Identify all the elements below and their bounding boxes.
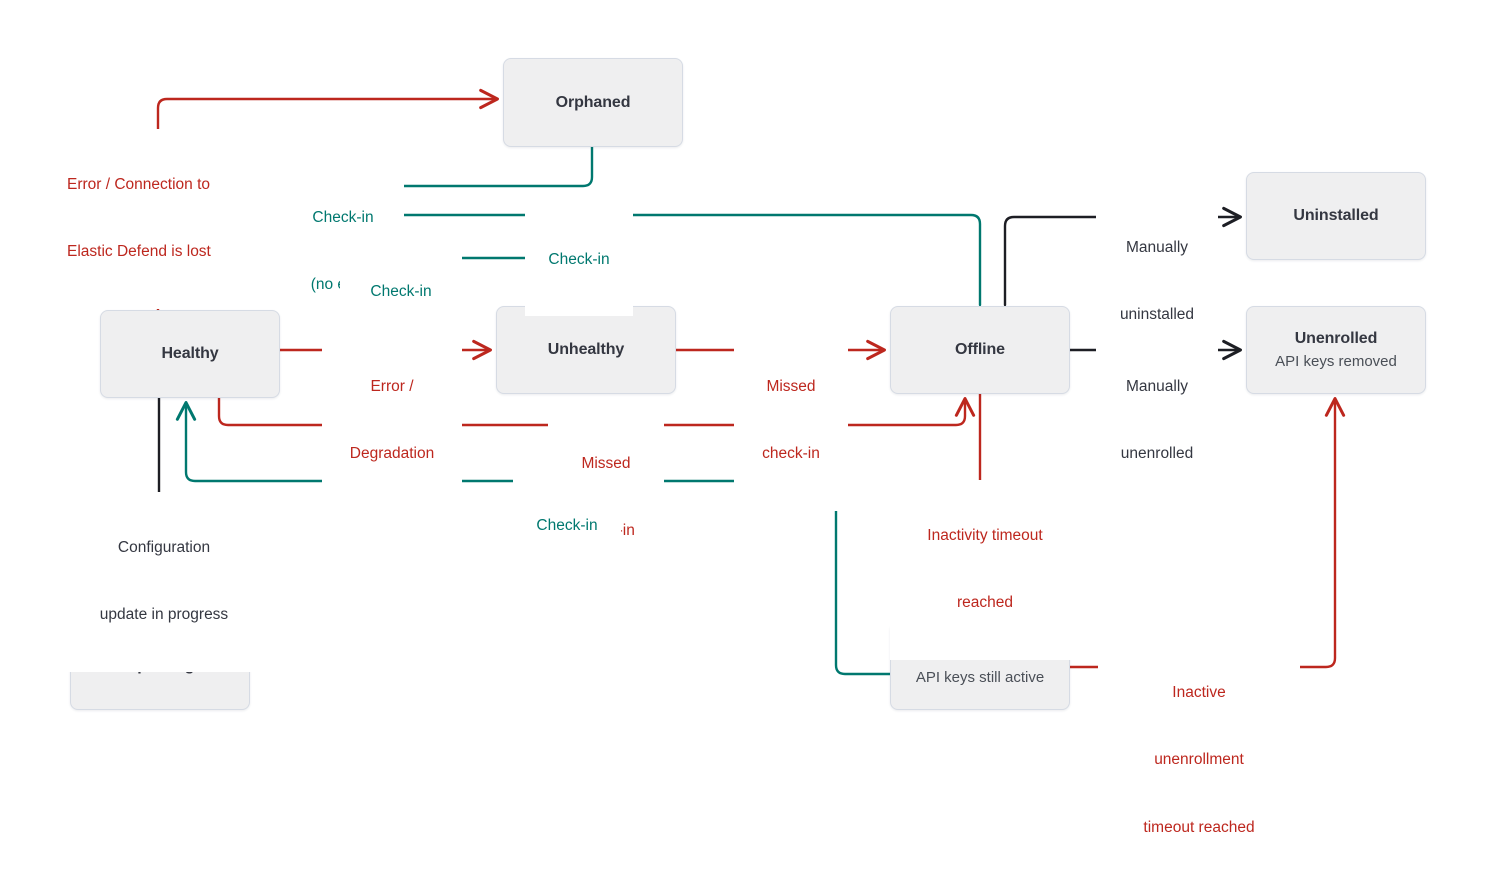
edge-healthy-to-orphaned [156,99,497,312]
node-title-uninstalled: Uninstalled [1293,207,1379,224]
edge-label-inactivity-timeout: Inactivity timeout reached [890,480,1080,660]
edge-label-checkin-inactive: Check-in [513,470,621,583]
node-title-unhealthy: Unhealthy [547,341,625,358]
node-title-healthy: Healthy [161,345,219,362]
edge-label-error-connection-lost: Error / Connection to Elastic Defend is … [62,129,312,309]
node-subtitle-unenrolled: API keys removed [1275,352,1397,370]
edge-label-checkin-offline: Check-in [525,204,633,317]
node-title-offline: Offline [955,341,1005,358]
edge-offline-to-uninstalled [1003,217,1240,307]
edge-label-configuration-update: Configuration update in progress [66,492,262,672]
edge-label-manually-unenrolled: Manually unenrolled [1096,331,1218,511]
node-title-unenrolled: Unenrolled [1294,329,1378,347]
state-node-uninstalled[interactable]: Uninstalled [1246,172,1426,260]
edge-inactive-to-unenrolled [1068,399,1335,669]
edge-label-error-degradation: Error / Degradation [322,331,462,511]
node-subtitle-inactive: API keys still active [915,668,1045,686]
state-node-unhealthy[interactable]: Unhealthy [496,306,676,394]
edge-label-inactive-unenrollment: Inactive unenrollment timeout reached [1098,637,1300,884]
node-title-orphaned: Orphaned [555,93,631,111]
state-node-healthy[interactable]: Healthy [100,310,280,398]
state-node-orphaned[interactable]: Orphaned [503,58,683,147]
state-node-unenrolled[interactable]: Unenrolled API keys removed [1246,306,1426,394]
state-node-offline[interactable]: Offline [890,306,1070,394]
edge-label-missed-checkin-unhealthy: Missed check-in [734,331,848,511]
state-diagram-canvas: Orphaned Healthy Unhealthy Offline Unins… [62,58,1426,836]
